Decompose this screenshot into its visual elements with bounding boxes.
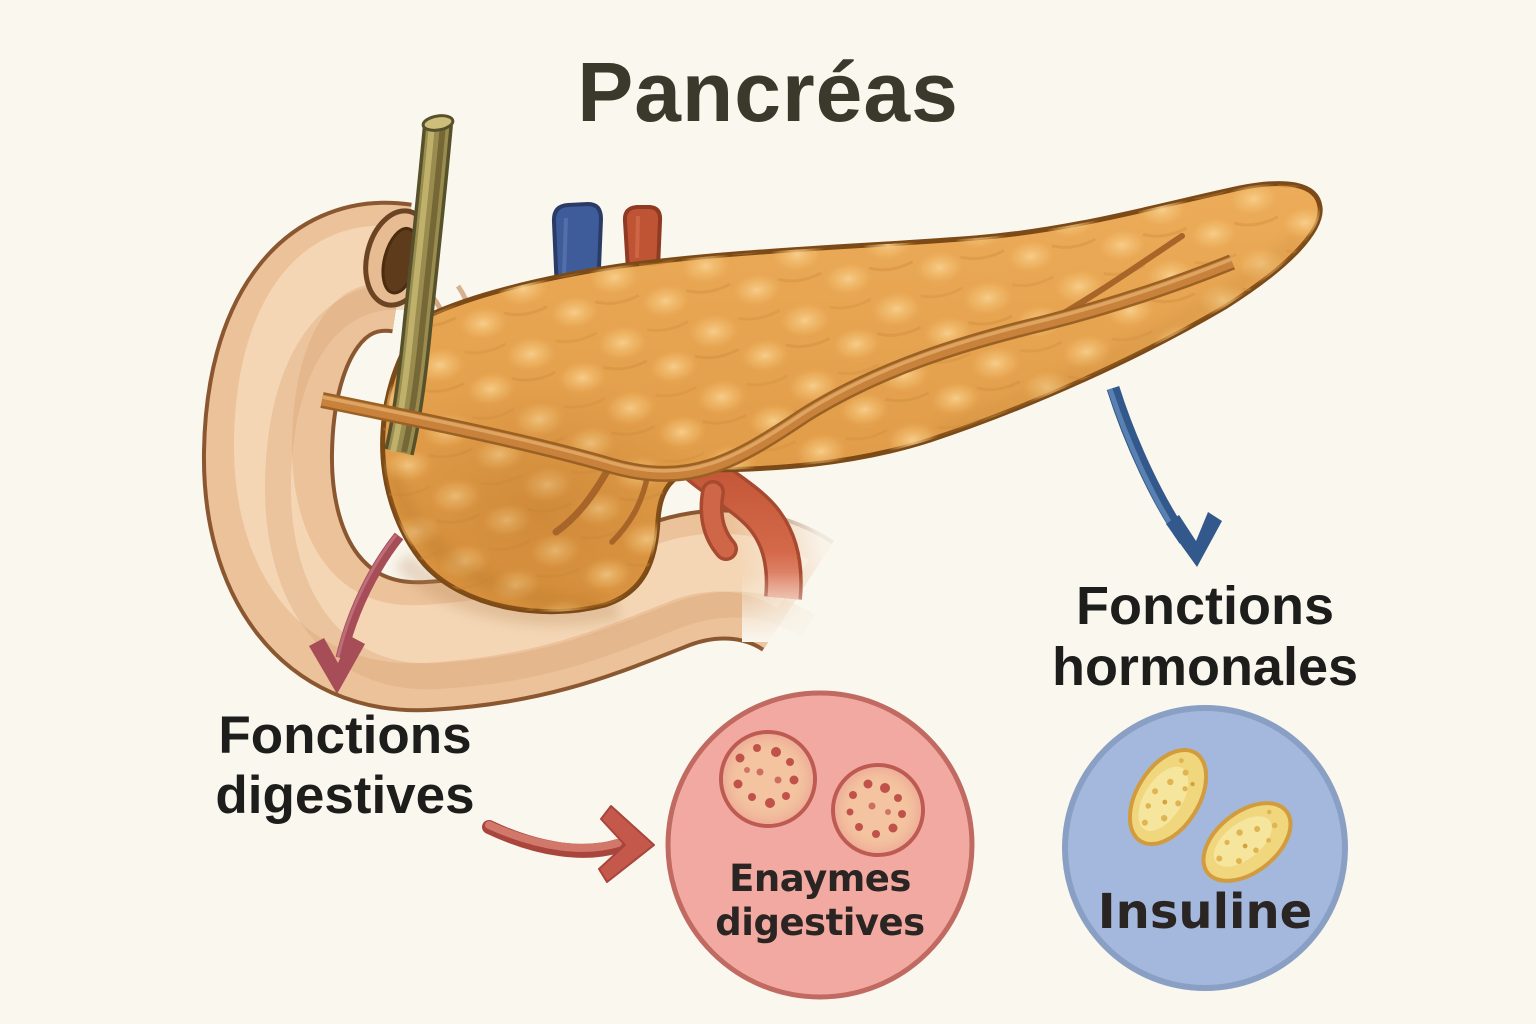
acinar-granules xyxy=(846,779,906,838)
arrowhead xyxy=(309,636,365,694)
label-fonctions-digestives: Fonctions digestives xyxy=(125,706,565,827)
enzyme-bubble-label: Enaymes digestives xyxy=(670,857,970,944)
islet-speckles xyxy=(1216,809,1278,864)
acinar-granules xyxy=(733,744,799,808)
islet-cell xyxy=(1127,747,1209,847)
pancreas-shadow xyxy=(394,552,621,626)
hormonal-arrow xyxy=(1106,386,1222,567)
page-title: Pancréas xyxy=(577,45,959,139)
mesenteric-vessel xyxy=(684,450,832,642)
enzyme-bubble xyxy=(665,690,975,1000)
islet-speckles xyxy=(1141,758,1195,826)
arrowhead xyxy=(1166,512,1222,567)
label-line: Fonctions xyxy=(218,706,472,765)
acinar-cell xyxy=(719,730,817,828)
pancreas-lobule-texture xyxy=(382,183,1321,612)
red-vessel xyxy=(622,205,663,272)
insulin-bubble xyxy=(1062,705,1348,991)
label-line: digestives xyxy=(215,766,475,826)
label-line: Fonctions xyxy=(1076,576,1334,636)
insulin-bubble-label: Insuline xyxy=(1097,884,1313,940)
digestive-arrow xyxy=(309,532,404,694)
acinar-cell xyxy=(831,763,925,857)
label-line: Enaymes xyxy=(729,857,911,900)
duct-branch xyxy=(609,471,651,545)
label-line: hormonales xyxy=(1051,637,1359,698)
bile-duct xyxy=(393,114,455,452)
enzyme-arrow xyxy=(482,805,655,883)
pancreas xyxy=(365,184,1320,645)
pancreatic-duct xyxy=(322,233,1232,545)
label-fonctions-hormonales: Fonctions hormonales xyxy=(985,576,1425,698)
label-line: digestives xyxy=(715,900,925,944)
bile-duct-cut-end xyxy=(421,114,455,132)
duct-branch xyxy=(552,462,614,536)
arrowhead xyxy=(598,805,655,883)
islet-cell xyxy=(1201,801,1293,883)
